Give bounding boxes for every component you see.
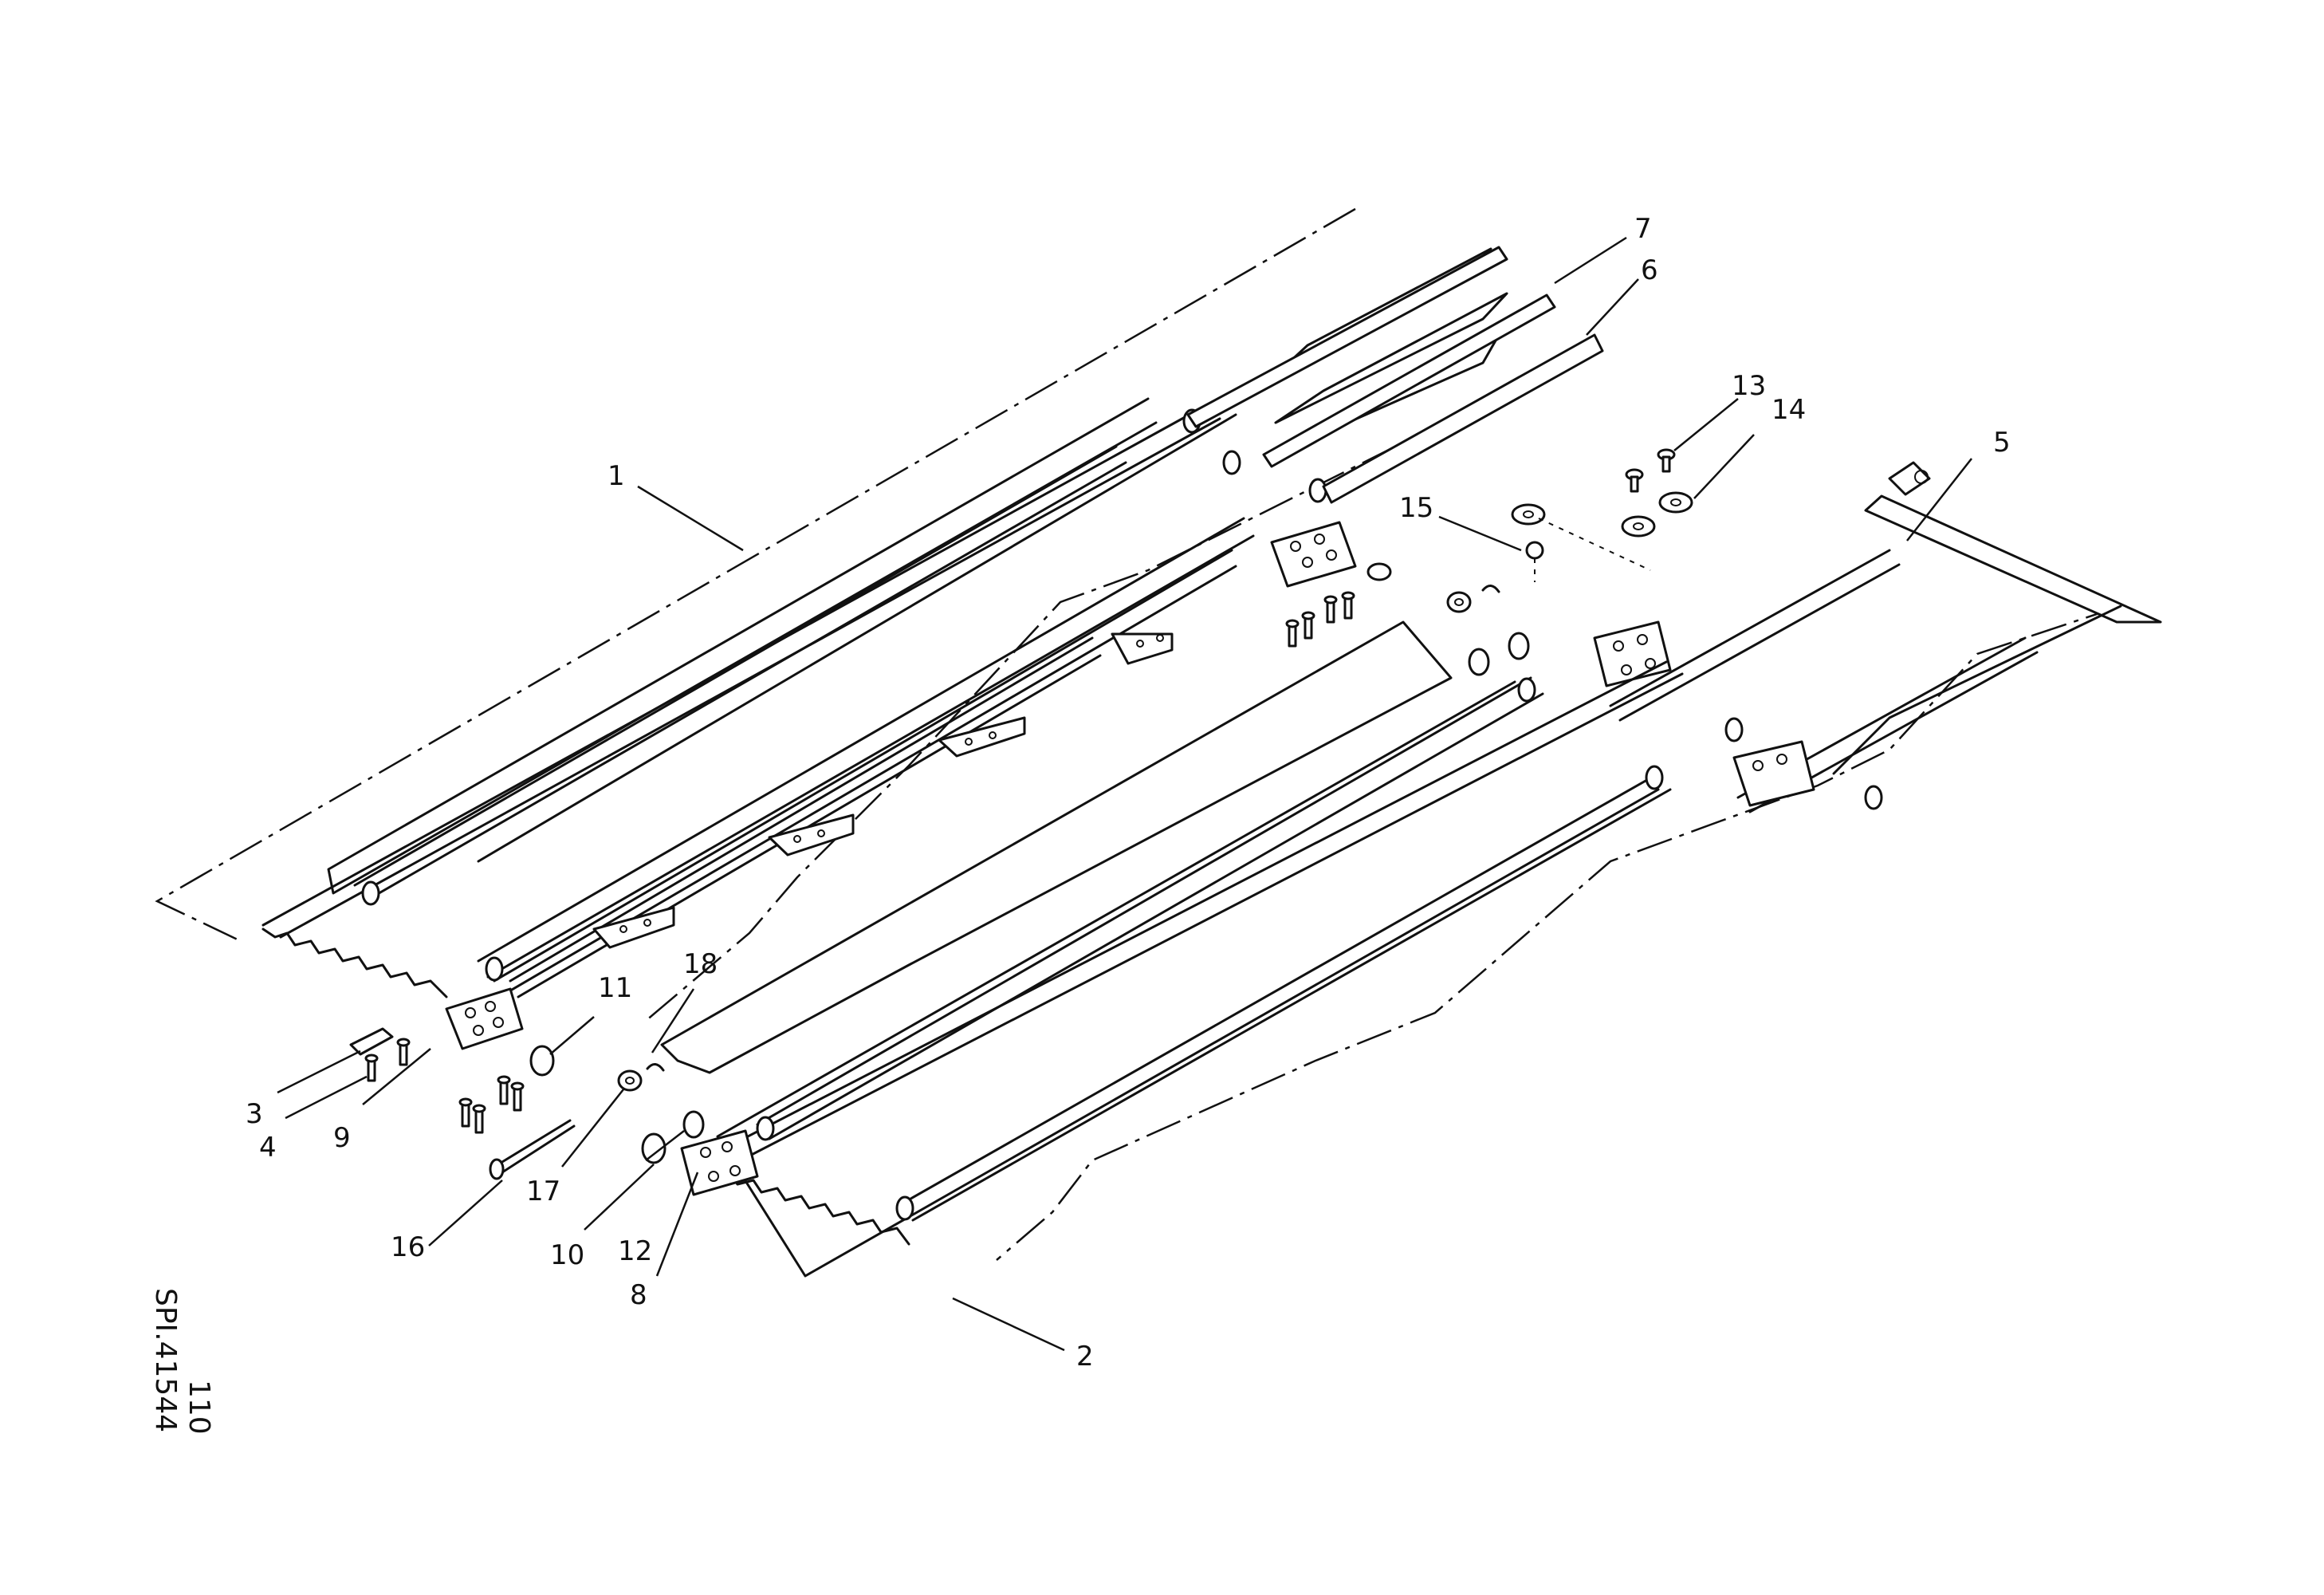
left-panel-assembly — [261, 247, 1508, 1050]
callout-2: 2 — [1076, 1341, 1094, 1372]
right-panel-assembly — [660, 461, 2162, 1278]
callout-numbers: 1 2 3 4 5 6 7 8 9 10 11 12 13 14 15 16 1… — [246, 213, 2011, 1372]
callout-16: 16 — [391, 1231, 425, 1263]
callout-8: 8 — [630, 1279, 647, 1311]
callout-13: 13 — [1732, 370, 1766, 402]
callout-1: 1 — [608, 460, 625, 492]
callout-14: 14 — [1772, 394, 1806, 426]
callout-6: 6 — [1641, 254, 1658, 286]
drawing-ref: SPI.41544 — [149, 1288, 182, 1432]
loose-hardware — [349, 448, 1693, 1180]
callout-3: 3 — [246, 1098, 263, 1130]
drawing-code: SPI.41544 110 — [149, 1288, 215, 1435]
callout-leaders — [277, 236, 1972, 1352]
callout-15: 15 — [1399, 492, 1433, 524]
callout-18: 18 — [683, 948, 718, 980]
callout-11: 11 — [598, 972, 632, 1004]
callout-17: 17 — [526, 1176, 560, 1207]
callout-12: 12 — [618, 1235, 652, 1267]
upper-tube-plates — [1186, 246, 1604, 504]
callout-10: 10 — [550, 1239, 584, 1271]
callout-4: 4 — [259, 1132, 277, 1164]
callout-5: 5 — [1993, 427, 2011, 459]
callout-9: 9 — [333, 1122, 351, 1154]
drawing-page: 110 — [183, 1380, 215, 1435]
callout-7: 7 — [1634, 213, 1652, 245]
phantom-outlines — [155, 207, 2121, 1261]
